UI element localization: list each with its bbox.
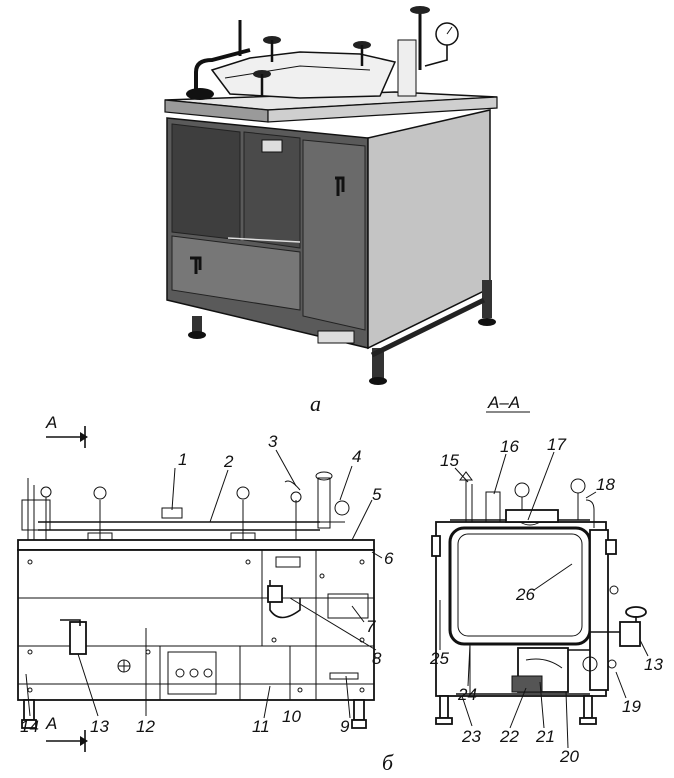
label-14: 14 (20, 717, 39, 736)
label-25: 25 (429, 649, 449, 668)
part-labels: 1 2 3 4 5 6 7 8 9 10 11 12 13 14 15 16 1… (20, 432, 663, 766)
label-18: 18 (596, 475, 615, 494)
leader-lines (25, 449, 649, 749)
caption-section: А–А (487, 393, 520, 412)
label-12: 12 (136, 717, 155, 736)
label-5: 5 (372, 485, 382, 504)
section-mark-top: А (45, 413, 57, 432)
side-face (367, 109, 491, 350)
section-mark-bottom: А (45, 714, 57, 733)
caption-view-a: а (310, 391, 321, 416)
label-21: 21 (535, 727, 555, 746)
label-23: 23 (461, 727, 481, 746)
label-19: 19 (622, 697, 641, 716)
label-13: 13 (90, 717, 109, 736)
label-2: 2 (223, 452, 234, 471)
label-10: 10 (282, 707, 301, 726)
label-13-section: 13 (644, 655, 663, 674)
front-elevation (17, 426, 375, 752)
caption-view-b: б (382, 750, 394, 775)
label-8: 8 (372, 649, 382, 668)
label-11: 11 (252, 717, 270, 736)
label-6: 6 (384, 549, 394, 568)
label-20: 20 (559, 747, 579, 766)
section-view (431, 411, 647, 725)
label-26: 26 (515, 585, 535, 604)
label-9: 9 (340, 717, 350, 736)
perspective-view (164, 6, 498, 385)
label-15: 15 (440, 451, 459, 470)
label-7: 7 (366, 617, 376, 636)
label-3: 3 (268, 432, 278, 451)
label-22: 22 (499, 727, 519, 746)
label-16: 16 (500, 437, 519, 456)
label-17: 17 (547, 435, 566, 454)
label-1: 1 (178, 450, 187, 469)
lid (210, 51, 397, 99)
lid-knobs (253, 36, 371, 96)
label-4: 4 (352, 447, 361, 466)
label-24: 24 (457, 685, 477, 704)
